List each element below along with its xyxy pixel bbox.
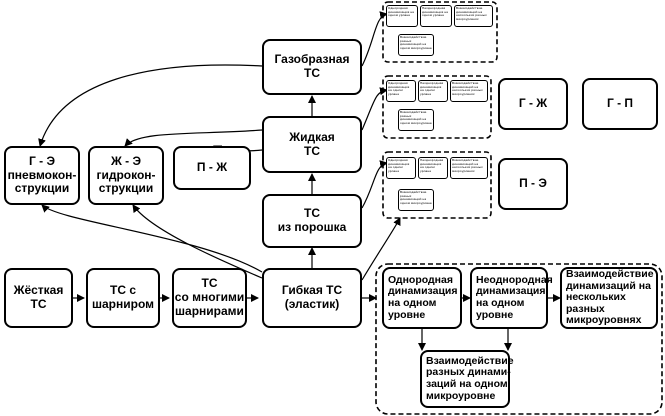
mini-mid-c-label: Взаимодействие динамизаций на нескольких… — [452, 81, 483, 96]
mini-low-c-label: Взаимодействие динамизаций на нескольких… — [452, 158, 483, 173]
mini-low-b-label: Неоднородная динамизация на одном уровне — [420, 158, 444, 173]
node-multi-hinge: ТС со многими шарнирами — [172, 268, 247, 328]
node-multi-hinge-label: ТС со многими шарнирами — [174, 276, 245, 318]
group-homogeneous: Однородная динамизация на одном уровне — [382, 267, 462, 329]
node-rigid: Жёсткая ТС — [4, 268, 73, 328]
mini-mid-b-label: Неоднородная динамизация на одном уровне — [420, 81, 444, 96]
mini-top-c-label: Взаимодействие динамизаций на нескольких… — [456, 6, 487, 21]
arrow-powder-to-mini-low — [361, 160, 388, 209]
mini-top-c: Взаимодействие динамизаций на нескольких… — [454, 5, 493, 27]
mini-low-a-label: Однородная динамизация на одном уровне — [388, 158, 410, 173]
mini-mid-b: Неоднородная динамизация на одном уровне — [418, 80, 448, 102]
node-gas: Газобразная ТС — [262, 39, 362, 95]
node-rigid-label: Жёсткая ТС — [13, 283, 64, 311]
node-gp: Г - П — [582, 78, 658, 130]
node-gp-label: Г - П — [606, 96, 634, 111]
mini-mid-d: Взаимодействие разных динамизаций на одн… — [398, 109, 434, 131]
node-pe-label: П - Э — [519, 176, 547, 191]
node-liquid: Жидкая ТС — [262, 116, 362, 173]
node-powder-label: ТС из порошка — [277, 206, 347, 234]
mini-top-b-label: Неоднородная динамизация на одном уровне — [422, 6, 449, 18]
node-hinge: ТС с шарниром — [86, 268, 160, 328]
group-interaction-one-label: Взаимодействие разных динами- заций на о… — [426, 354, 514, 402]
mini-mid-c: Взаимодействие динамизаций на нескольких… — [450, 80, 488, 102]
mini-mid-a: Однородная динамизация на одном уровне — [386, 80, 416, 102]
mini-top-d-label: Взаимодействие разных динамизаций на одн… — [400, 35, 432, 50]
mini-group-top — [382, 1, 498, 63]
mini-top-a-label: Однородная динамизация на одном уровне — [388, 6, 415, 18]
node-ge-label: Г - Э пневмокон- струкции — [7, 153, 77, 196]
group-homogeneous-label: Однородная динамизация на одном уровне — [388, 273, 458, 321]
mini-low-d: Взаимодействие разных динамизаций на одн… — [398, 189, 434, 211]
arrow-gas-to-mini-top — [361, 11, 388, 67]
arrow-liquid-to-zhe — [124, 129, 263, 147]
group-frame-main — [375, 263, 663, 415]
group-heterogeneous: Неоднородная динамизация на одном уровне — [470, 267, 553, 329]
node-powder: ТС из порошка — [262, 194, 362, 248]
arrow-flexible-to-zhe — [132, 204, 263, 279]
node-pe: П - Э — [498, 158, 568, 210]
node-zhe-label: Ж - Э гидрокон- струкции — [96, 153, 156, 196]
mini-group-low — [382, 151, 492, 219]
group-interaction-one: Взаимодействие разных динами- заций на о… — [420, 350, 514, 408]
mini-low-c: Взаимодействие динамизаций на нескольких… — [450, 157, 488, 179]
group-interaction-multi: Взаимодействие динамизаций на нескольких… — [560, 267, 658, 329]
mini-top-a: Однородная динамизация на одном уровне — [386, 5, 418, 27]
mini-top-d: Взаимодействие разных динамизаций на одн… — [398, 34, 434, 56]
group-heterogeneous-label: Неоднородная динамизация на одном уровне — [476, 273, 553, 321]
arrow-gas-to-ge — [38, 64, 263, 147]
node-gzh: Г - Ж — [498, 78, 568, 130]
node-zhe: Ж - Э гидрокон- струкции — [88, 146, 164, 205]
node-hinge-label: ТС с шарниром — [91, 283, 154, 311]
node-gas-label: Газобразная ТС — [274, 52, 350, 80]
mini-top-b: Неоднородная динамизация на одном уровне — [420, 5, 452, 27]
node-flexible-label: Гибкая ТС (эластик) — [281, 283, 343, 311]
mini-low-d-label: Взаимодействие разных динамизаций на одн… — [400, 190, 432, 205]
node-ge: Г - Э пневмокон- струкции — [4, 146, 80, 205]
mini-group-mid — [382, 75, 492, 139]
node-flexible: Гибкая ТС (эластик) — [262, 268, 362, 328]
mini-low-b: Неоднородная динамизация на одном уровне — [418, 157, 448, 179]
group-interaction-multi-label: Взаимодействие динамизаций на нескольких… — [566, 268, 654, 327]
node-gzh-label: Г - Ж — [518, 96, 548, 111]
mini-mid-a-label: Однородная динамизация на одном уровне — [388, 81, 410, 96]
node-pzh-label: П - Ж — [196, 160, 228, 175]
mini-mid-d-label: Взаимодействие разных динамизаций на одн… — [400, 110, 432, 125]
arrow-flexible-to-mini-low — [361, 217, 401, 281]
node-liquid-label: Жидкая ТС — [289, 129, 335, 158]
mini-low-a: Однородная динамизация на одном уровне — [386, 157, 416, 179]
arrow-flexible-to-ge — [41, 204, 263, 273]
node-pzh: П - Ж — [173, 146, 251, 190]
arrow-liquid-to-mini-mid — [361, 87, 388, 131]
